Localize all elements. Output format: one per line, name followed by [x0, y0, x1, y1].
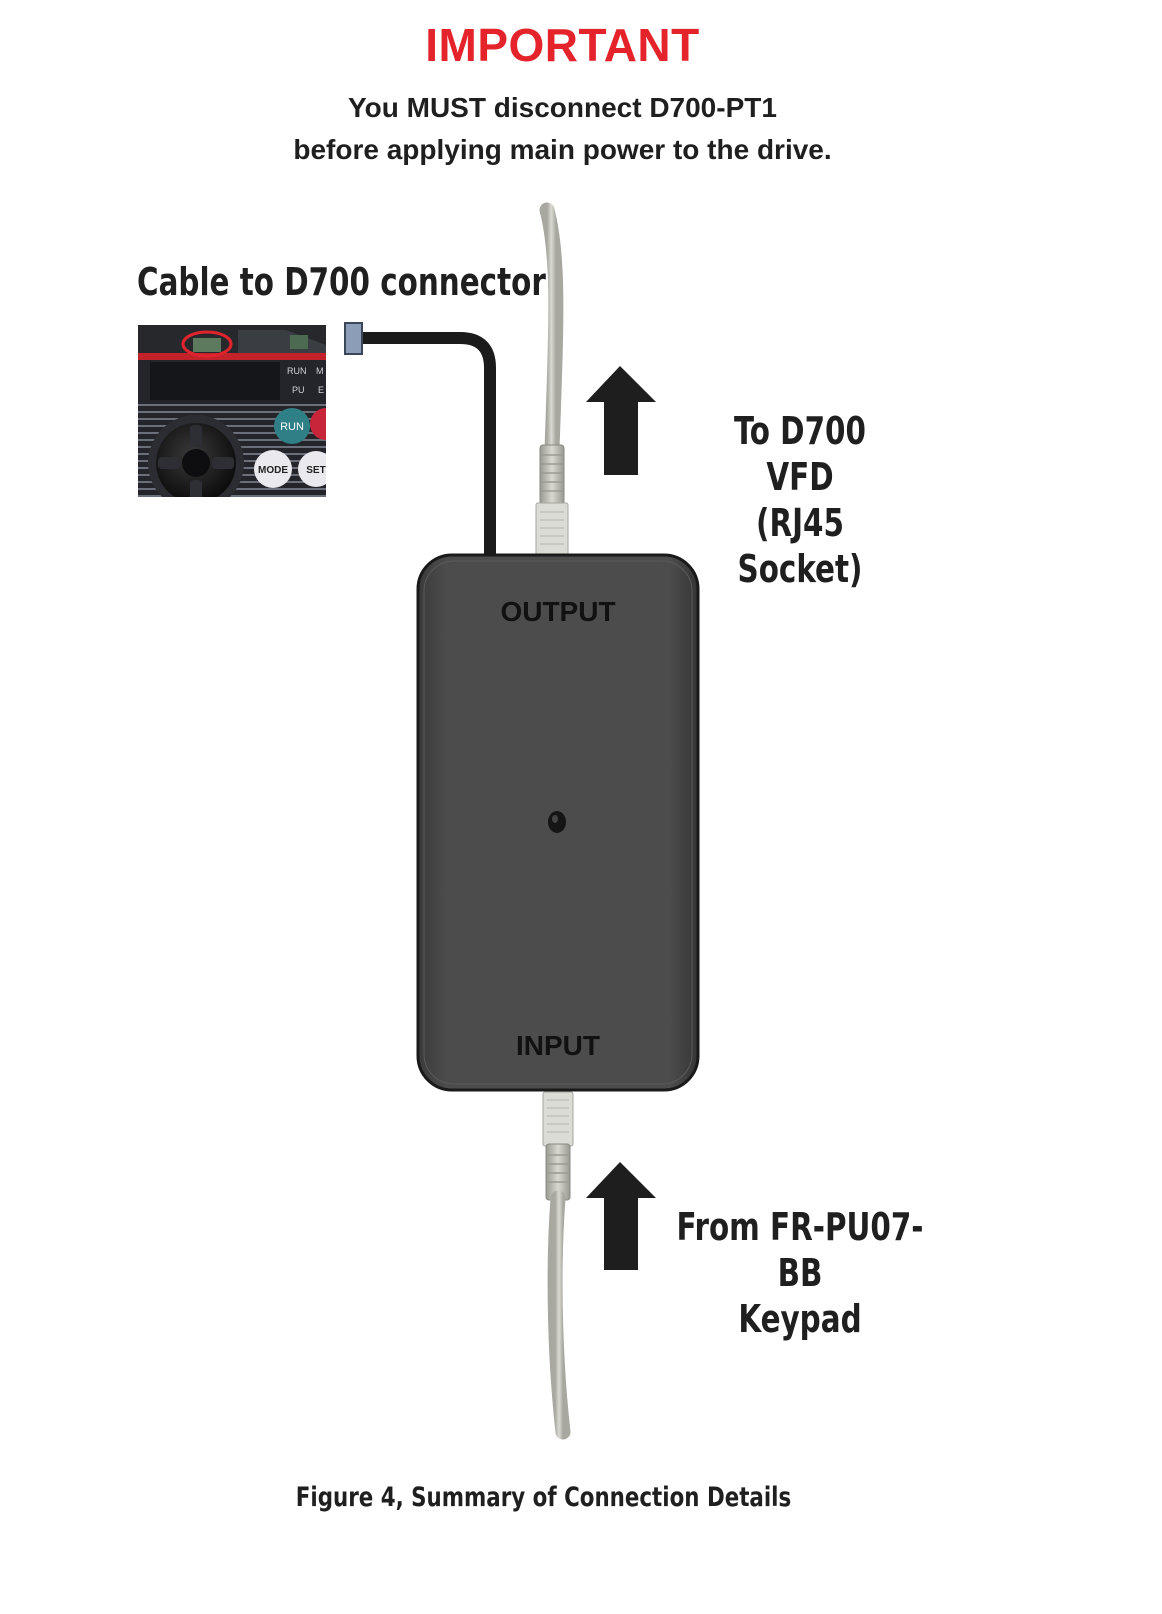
input-label-line-1: From FR-PU07-BB — [676, 1205, 924, 1295]
set-button-icon — [298, 451, 326, 487]
device-output-text: OUTPUT — [500, 596, 616, 627]
mode-button-icon — [254, 450, 292, 488]
important-heading: IMPORTANT — [425, 19, 700, 71]
mode-button-text: MODE — [258, 465, 288, 476]
d700-connector-cable — [344, 322, 496, 560]
input-label-line-2: Keypad — [738, 1297, 862, 1341]
figure-caption-text: Figure 4, Summary of Connection Details — [295, 1482, 791, 1513]
input-source-label: From FR-PU07-BB Keypad — [667, 1204, 934, 1342]
mon-indicator-text: M — [316, 366, 324, 376]
warning-line-1: You MUST disconnect D700-PT1 — [348, 92, 777, 123]
output-destination-label: To D700 VFD (RJ45 Socket) — [697, 408, 903, 592]
connector-highlight-circle — [181, 330, 233, 358]
figure-caption: Figure 4, Summary of Connection Details — [0, 1482, 1086, 1513]
set-button-text: SET — [306, 465, 325, 476]
run-button-text: RUN — [280, 421, 304, 433]
led-indicator — [548, 811, 566, 833]
run-button-icon — [274, 408, 310, 444]
input-arrow-icon — [586, 1162, 656, 1270]
pu-indicator-text: PU — [292, 385, 305, 395]
device-input-text: INPUT — [516, 1030, 600, 1061]
output-arrow-icon — [586, 366, 656, 475]
d700-pt1-device — [416, 553, 700, 1092]
output-ethernet-cable — [535, 202, 569, 556]
d700-keypad-photo: RUN M PU E RUN MODE SET — [138, 325, 326, 497]
warning-line-2: before applying main power to the drive. — [293, 134, 832, 165]
cable-label: Cable to D700 connector — [137, 260, 546, 304]
output-label-line-2: (RJ45 Socket) — [737, 501, 863, 591]
input-ethernet-cable — [542, 1091, 574, 1440]
run-indicator-text: RUN — [287, 366, 307, 376]
ext-indicator-text: E — [318, 385, 324, 395]
d700-connector-port — [193, 338, 221, 352]
output-label-line-1: To D700 VFD — [734, 409, 866, 499]
